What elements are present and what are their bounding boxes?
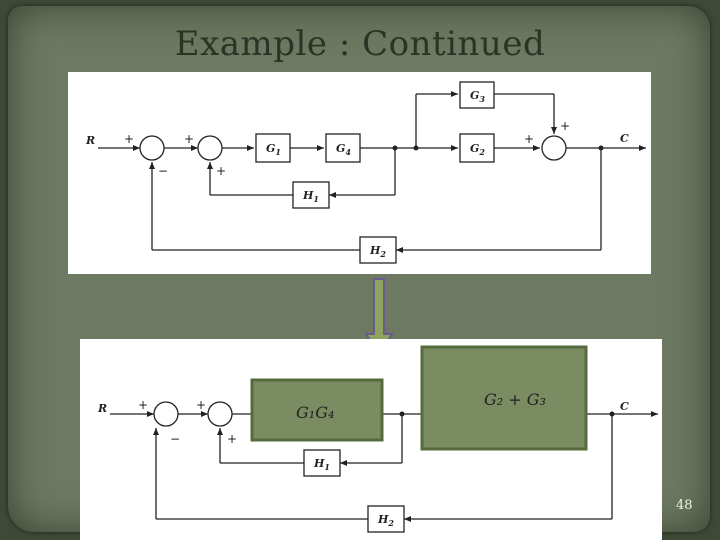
svg-text:+: +	[184, 132, 194, 146]
svg-text:H1: H1	[302, 189, 319, 204]
bottom-diagram-panel: H1 H2 R C + − + + G₁G₄ G₂ + G₃	[80, 339, 662, 540]
top-diagram-panel: G1 G4 G3 G2 H1 H2 R C + − + + + +	[68, 72, 651, 274]
svg-text:H1: H1	[313, 457, 330, 472]
svg-text:−: −	[170, 432, 180, 446]
svg-text:H2: H2	[369, 244, 386, 259]
slide-title: Example : Continued	[174, 24, 546, 64]
svg-text:+: +	[196, 398, 206, 412]
input-label-r: R	[85, 134, 95, 147]
block-h1	[292, 181, 330, 209]
bottom-block-diagram: H1 H2 R C + − + + G₁G₄ G₂ + G₃	[97, 345, 658, 533]
output-label-c: C	[620, 400, 629, 413]
svg-text:G3: G3	[470, 89, 485, 104]
block-h2	[359, 236, 397, 264]
block-g1g4-label: G₁G₄	[296, 403, 334, 422]
block-g1	[255, 133, 291, 163]
block-h2	[367, 505, 405, 533]
output-label-c: C	[620, 132, 629, 145]
summing-junction-1	[153, 401, 179, 427]
block-g2	[459, 133, 495, 163]
block-g3	[459, 81, 495, 109]
input-label-r: R	[97, 402, 107, 415]
svg-text:G2: G2	[470, 142, 485, 157]
svg-text:+: +	[227, 432, 237, 446]
svg-text:+: +	[560, 119, 570, 133]
block-g4	[325, 133, 361, 163]
block-g2g3-label: G₂ + G₃	[484, 390, 546, 409]
page-number: 48	[676, 498, 693, 513]
svg-text:+: +	[124, 132, 134, 146]
svg-text:+: +	[138, 398, 148, 412]
summing-junction-3	[541, 135, 567, 161]
top-block-diagram: G1 G4 G3 G2 H1 H2 R C + − + + + +	[85, 81, 646, 264]
svg-text:+: +	[524, 132, 534, 146]
svg-text:−: −	[158, 164, 168, 178]
svg-text:+: +	[216, 164, 226, 178]
summing-junction-2	[197, 135, 223, 161]
svg-text:G4: G4	[336, 142, 351, 157]
block-g2g3	[420, 345, 588, 451]
svg-text:H2: H2	[377, 513, 394, 528]
svg-text:G1: G1	[266, 142, 281, 157]
block-h1	[303, 449, 341, 477]
block-g1g4	[250, 378, 384, 442]
summing-junction-1	[139, 135, 165, 161]
summing-junction-2	[207, 401, 233, 427]
